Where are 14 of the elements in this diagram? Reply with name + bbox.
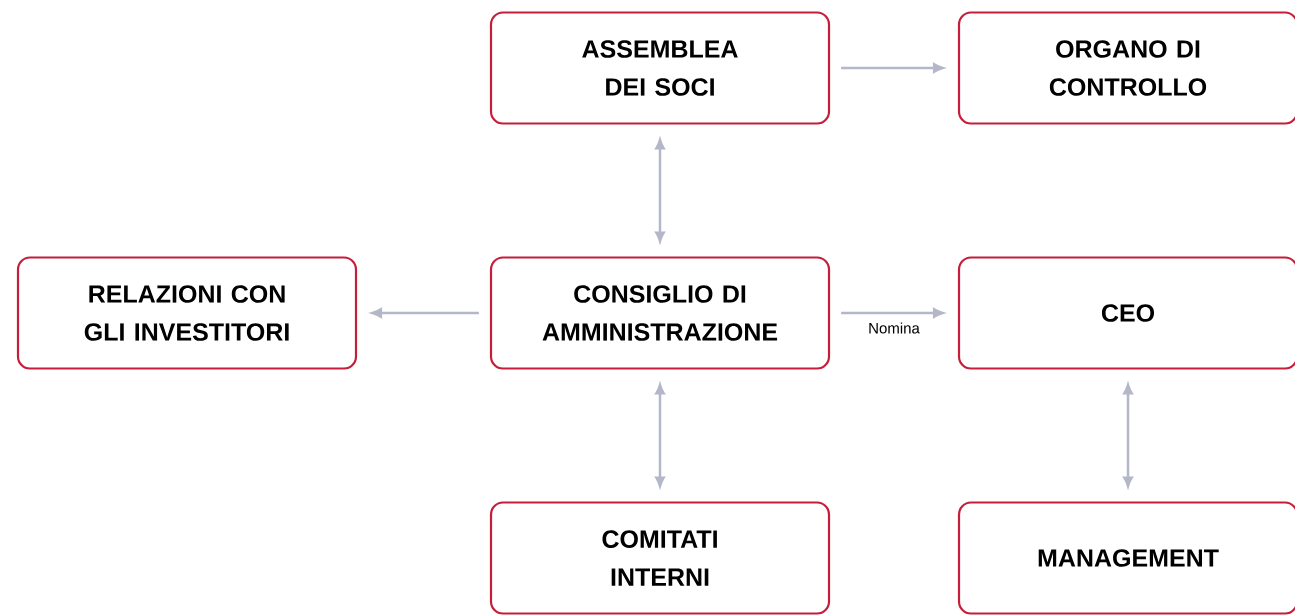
org-box: ORGANO DI CONTROLLO [957,11,1295,125]
org-box: ASSEMBLEA DEI SOCI [489,11,831,125]
arrow [1123,383,1133,488]
org-box: COMITATI INTERNI [489,501,831,615]
org-box: RELAZIONI CON GLI INVESTITORI [16,256,358,370]
org-box: CEO [957,256,1295,370]
arrow [655,383,665,488]
arrow [655,138,665,243]
edge-label: Nomina [869,322,920,334]
org-box: CONSIGLIO DI AMMINISTRAZIONE [489,256,831,370]
org-box: MANAGEMENT [957,501,1295,615]
arrow [841,63,944,73]
arrow [371,308,479,318]
arrow [841,308,944,318]
